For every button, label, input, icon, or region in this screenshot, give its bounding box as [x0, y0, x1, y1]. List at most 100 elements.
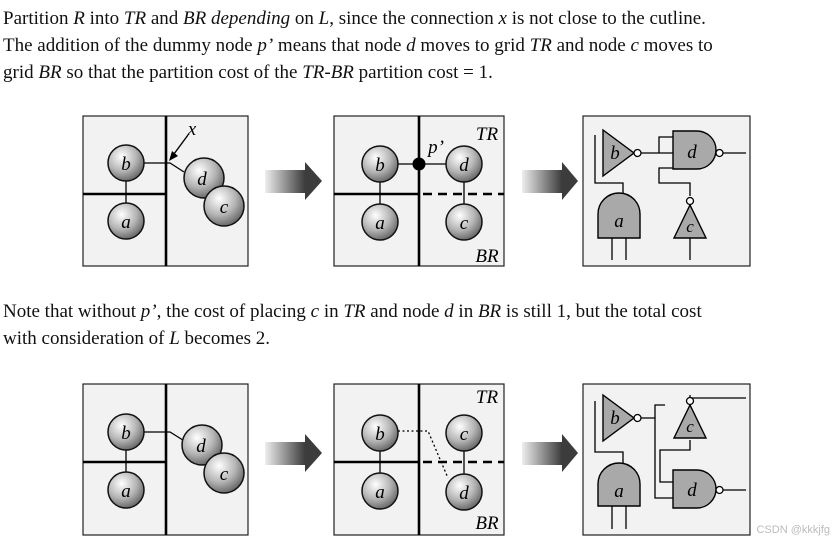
paragraph-1-line-3: grid BR so that the partition cost of th… [3, 59, 713, 86]
text-run: TR [529, 35, 552, 56]
label-x: x [187, 119, 197, 140]
text-run: partition cost = 1. [353, 62, 493, 83]
label-c: c [220, 197, 229, 218]
label-d: d [196, 436, 206, 457]
label-c: c [686, 417, 694, 436]
text-run: moves to [638, 35, 713, 56]
node-a [107, 202, 145, 240]
text-run: , since the connection [329, 8, 499, 29]
text-run: c [310, 301, 320, 322]
label-a: a [375, 213, 385, 234]
label-a: a [614, 211, 624, 232]
label-d: d [687, 480, 697, 501]
text-run: TR [343, 301, 366, 322]
label-b: b [375, 155, 385, 176]
node-a [361, 203, 399, 241]
label-c: c [460, 424, 469, 445]
text-run: so that the partition cost of the [61, 62, 303, 83]
text-run: p’ [257, 35, 274, 56]
text-run: moves to grid [415, 35, 530, 56]
node-b [107, 413, 145, 451]
and-gate-a [597, 192, 641, 239]
text-run: in [319, 301, 344, 322]
text-run: , the cost of placing [156, 301, 311, 322]
text-run: R [73, 8, 85, 29]
text-run: grid [3, 62, 39, 83]
node-d [445, 473, 483, 511]
text-run: x [498, 8, 507, 29]
label-b: b [121, 154, 131, 175]
text-run: Partition [3, 8, 74, 29]
label-d: d [687, 142, 697, 163]
watermark: CSDN @kkkjfg [756, 524, 830, 536]
node-c [445, 414, 483, 452]
text-run: c [630, 35, 639, 56]
text-run: on [290, 8, 319, 29]
text-run: becomes 2. [179, 328, 271, 349]
text-run: and node [365, 301, 445, 322]
label-tr: TR [476, 124, 499, 145]
text-run: Note that without [3, 301, 141, 322]
inverter-gate-c [672, 203, 708, 239]
label-b: b [610, 143, 620, 164]
node-a [361, 472, 399, 510]
row2-arrow2 [522, 434, 578, 472]
paragraph-1: Partition R into TR and BR depending on … [3, 5, 713, 86]
text-run: and node [551, 35, 631, 56]
label-br: BR [475, 513, 499, 534]
label-a: a [614, 481, 624, 502]
label-tr: TR [476, 387, 499, 408]
row2-panel1: b a d c [82, 383, 249, 536]
text-run: d [444, 301, 454, 322]
node-d [445, 145, 483, 183]
paragraph-2-line-2: with consideration of L becomes 2. [3, 325, 702, 352]
label-a: a [121, 212, 131, 233]
text-run: L [169, 328, 180, 349]
paragraph-2-line-1: Note that without p’, the cost of placin… [3, 298, 702, 325]
label-b: b [121, 423, 131, 444]
row2-panel3: b c a d [582, 383, 751, 536]
text-run: TR-BR [302, 62, 354, 83]
label-c: c [220, 464, 229, 485]
row1-arrow1 [265, 162, 322, 200]
and-gate-a [597, 462, 641, 507]
buffer-gate-b [602, 128, 636, 178]
text-run: in [453, 301, 478, 322]
row1-panel1: b a d c x [82, 115, 249, 267]
text-run: and [146, 8, 183, 29]
paragraph-2: Note that without p’, the cost of placin… [3, 298, 702, 352]
label-b: b [375, 424, 385, 445]
text-run: BR [38, 62, 62, 83]
text-run: TR [123, 8, 147, 29]
label-d: d [459, 155, 469, 176]
text-run: d [406, 35, 416, 56]
row2-panel2: b a c d TR BR [333, 383, 505, 536]
text-run: L [318, 8, 330, 29]
node-b [361, 414, 399, 452]
node-d [181, 424, 223, 466]
text-run: is still 1, but the total cost [501, 301, 702, 322]
text-run: BR depending [183, 8, 291, 29]
paragraph-1-line-2: The addition of the dummy node p’ means … [3, 32, 713, 59]
dummy-node-p [412, 157, 426, 171]
node-c [203, 452, 245, 494]
row1-panel2: b a d c p’ TR BR [333, 115, 505, 267]
label-a: a [121, 481, 131, 502]
buffer-gate-b [602, 393, 636, 443]
node-c [445, 203, 483, 241]
text-run: p’ [140, 301, 157, 322]
node-b [107, 144, 145, 182]
label-a: a [375, 482, 385, 503]
row1-arrow2 [522, 162, 578, 200]
node-c [203, 185, 245, 227]
paragraph-1-line-1: Partition R into TR and BR depending on … [3, 5, 713, 32]
label-p: p’ [426, 137, 444, 158]
node-b [361, 145, 399, 183]
node-a [107, 471, 145, 509]
inverter-gate-c [672, 403, 708, 439]
row1-panel3: b d a c [582, 115, 751, 267]
label-c: c [686, 217, 694, 236]
text-run: into [84, 8, 124, 29]
text-run: BR [477, 301, 502, 322]
